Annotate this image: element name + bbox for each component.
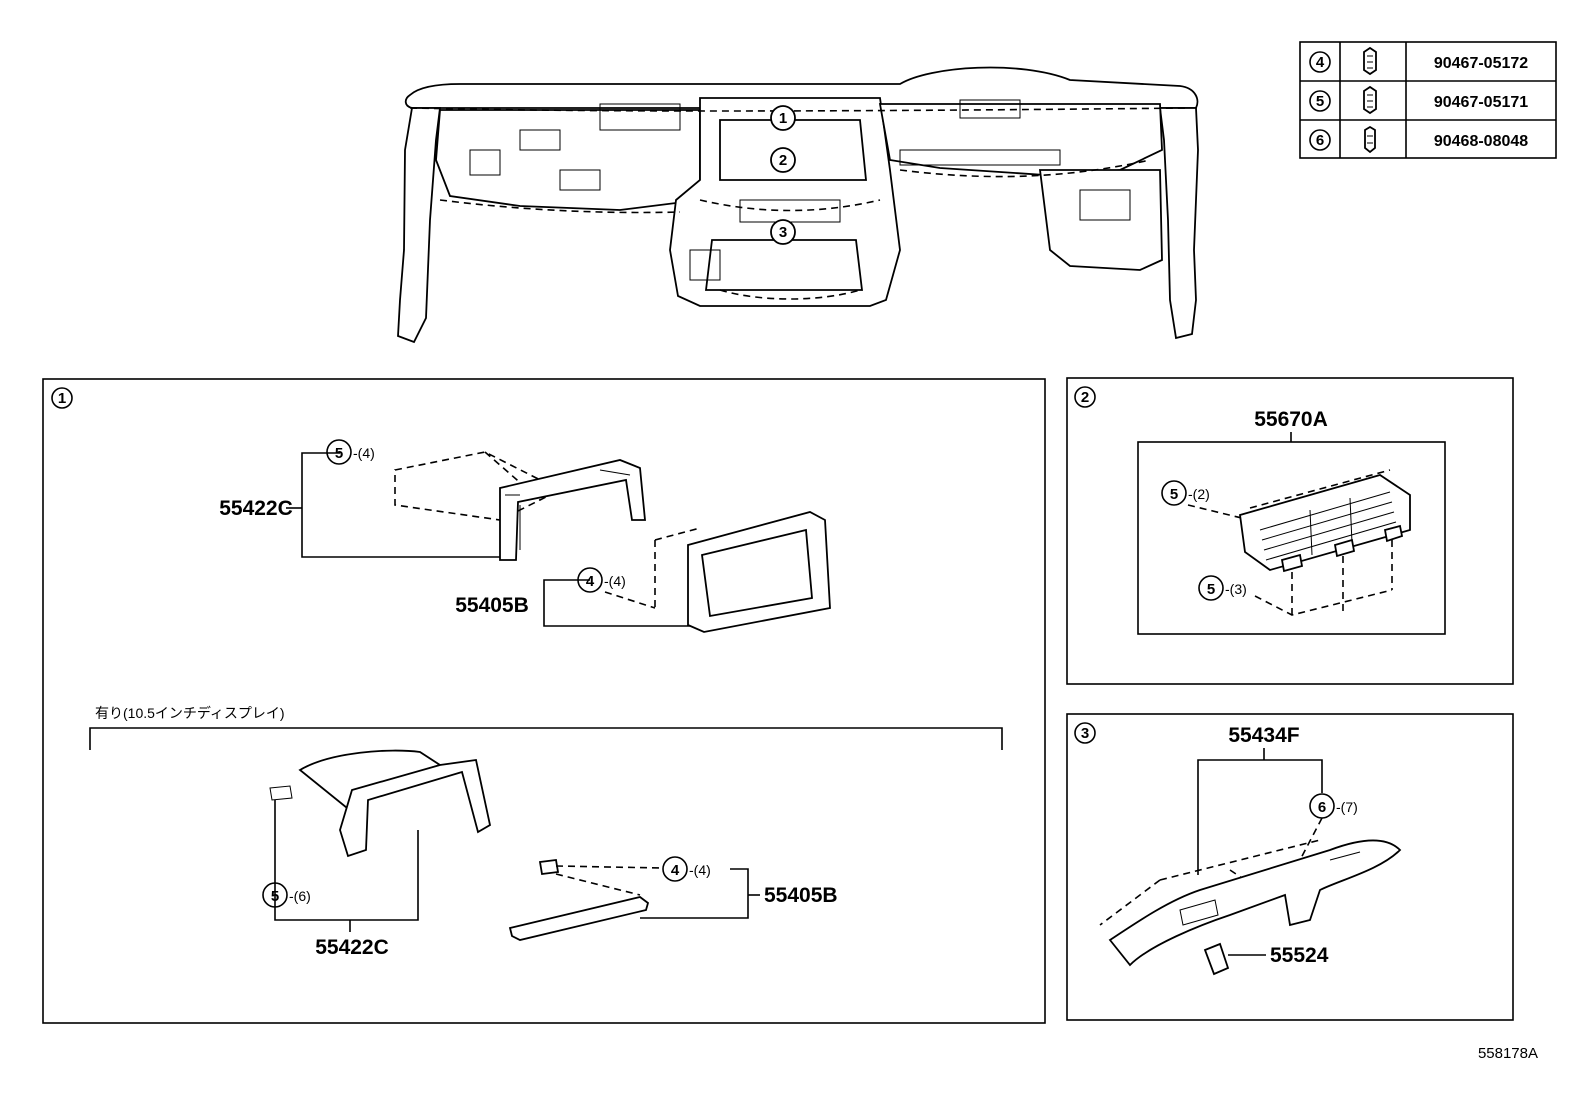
svg-text:3: 3 bbox=[779, 224, 787, 241]
display-bezel bbox=[687, 511, 831, 633]
upper-bezel-group: 55405B 4 -(4) bbox=[455, 511, 831, 633]
table-ref: 6 bbox=[1316, 132, 1324, 149]
table-ref: 4 bbox=[1316, 54, 1325, 71]
clip-callout: 5 -(4) bbox=[326, 439, 375, 465]
svg-text:-(6): -(6) bbox=[289, 888, 311, 904]
air-vent-assembly bbox=[1239, 474, 1411, 573]
drawing-number: 558178A bbox=[1478, 1045, 1538, 1062]
clip-callout: 5 -(3) bbox=[1198, 575, 1247, 601]
part-number-55405B: 55405B bbox=[455, 594, 529, 617]
clip-callout: 5 -(2) bbox=[1161, 480, 1210, 506]
bezel-strip bbox=[508, 896, 650, 941]
section-marker: 3 bbox=[1081, 725, 1089, 742]
display-bracket bbox=[499, 459, 646, 561]
instrument-panel-overview: 1 2 3 bbox=[397, 66, 1199, 344]
svg-text:-(3): -(3) bbox=[1225, 581, 1247, 597]
clip-callout: 6 -(7) bbox=[1309, 793, 1358, 819]
svg-text:-(4): -(4) bbox=[604, 573, 626, 589]
table-part-number: 90467-05171 bbox=[1434, 94, 1528, 111]
svg-text:5: 5 bbox=[335, 445, 343, 462]
table-part-number: 90468-08048 bbox=[1434, 133, 1528, 150]
lower-center-panel bbox=[1108, 839, 1402, 967]
clip-callout: 4 -(4) bbox=[662, 856, 711, 882]
part-number-55524: 55524 bbox=[1270, 944, 1329, 967]
clip-icon bbox=[1364, 125, 1376, 154]
lower-bracket-group: 5 -(6) 55422C bbox=[262, 749, 492, 959]
section-1: 1 55422C 5 -(4) 55405B 4 bbox=[42, 378, 1046, 1024]
table-part-number: 90467-05172 bbox=[1434, 55, 1528, 72]
part-number-55670A: 55670A bbox=[1254, 408, 1328, 431]
display-hood bbox=[269, 749, 492, 858]
svg-text:5: 5 bbox=[1170, 486, 1178, 503]
part-number-55405B: 55405B bbox=[764, 884, 838, 907]
svg-text:5: 5 bbox=[271, 888, 279, 905]
callout-2: 2 bbox=[770, 147, 796, 173]
upper-bracket-group: 55422C 5 -(4) bbox=[219, 439, 646, 561]
svg-text:-(4): -(4) bbox=[689, 862, 711, 878]
svg-text:1: 1 bbox=[779, 110, 787, 127]
section-3: 3 55434F 6 -(7) 55524 bbox=[1066, 713, 1514, 1021]
table-row: 5 90467-05171 bbox=[1309, 85, 1528, 115]
small-trim-part bbox=[1203, 942, 1230, 976]
part-number-55422C: 55422C bbox=[219, 497, 293, 520]
table-row: 6 90468-08048 bbox=[1309, 125, 1528, 154]
svg-text:-(4): -(4) bbox=[353, 445, 375, 461]
lower-bezel-group: 4 -(4) 55405B bbox=[508, 856, 838, 941]
svg-text:-(2): -(2) bbox=[1188, 486, 1210, 502]
clip-icon bbox=[1363, 85, 1377, 115]
callout-3: 3 bbox=[770, 219, 796, 245]
clip-callout: 5 -(6) bbox=[262, 882, 311, 908]
clip-callout: 4 -(4) bbox=[577, 567, 626, 593]
section-2: 2 55670A 5 -(2) 5 -(3) bbox=[1066, 377, 1514, 685]
table-ref: 5 bbox=[1316, 93, 1324, 110]
svg-text:2: 2 bbox=[779, 152, 787, 169]
fastener-table: 4 90467-05172 5 90467-05171 6 90468-0804 bbox=[1299, 41, 1557, 159]
part-number-55422C: 55422C bbox=[315, 936, 389, 959]
svg-text:6: 6 bbox=[1318, 799, 1326, 816]
svg-text:-(7): -(7) bbox=[1336, 799, 1358, 815]
section-marker: 1 bbox=[58, 390, 66, 407]
svg-text:5: 5 bbox=[1207, 581, 1215, 598]
svg-text:4: 4 bbox=[586, 573, 595, 590]
svg-text:4: 4 bbox=[671, 862, 680, 879]
section-marker: 2 bbox=[1081, 389, 1089, 406]
table-row: 4 90467-05172 bbox=[1309, 46, 1528, 76]
callout-1: 1 bbox=[770, 105, 796, 131]
part-number-55434F: 55434F bbox=[1228, 724, 1299, 747]
clip-icon bbox=[1363, 46, 1377, 76]
variant-note: 有り(10.5インチディスプレイ) bbox=[95, 705, 285, 721]
